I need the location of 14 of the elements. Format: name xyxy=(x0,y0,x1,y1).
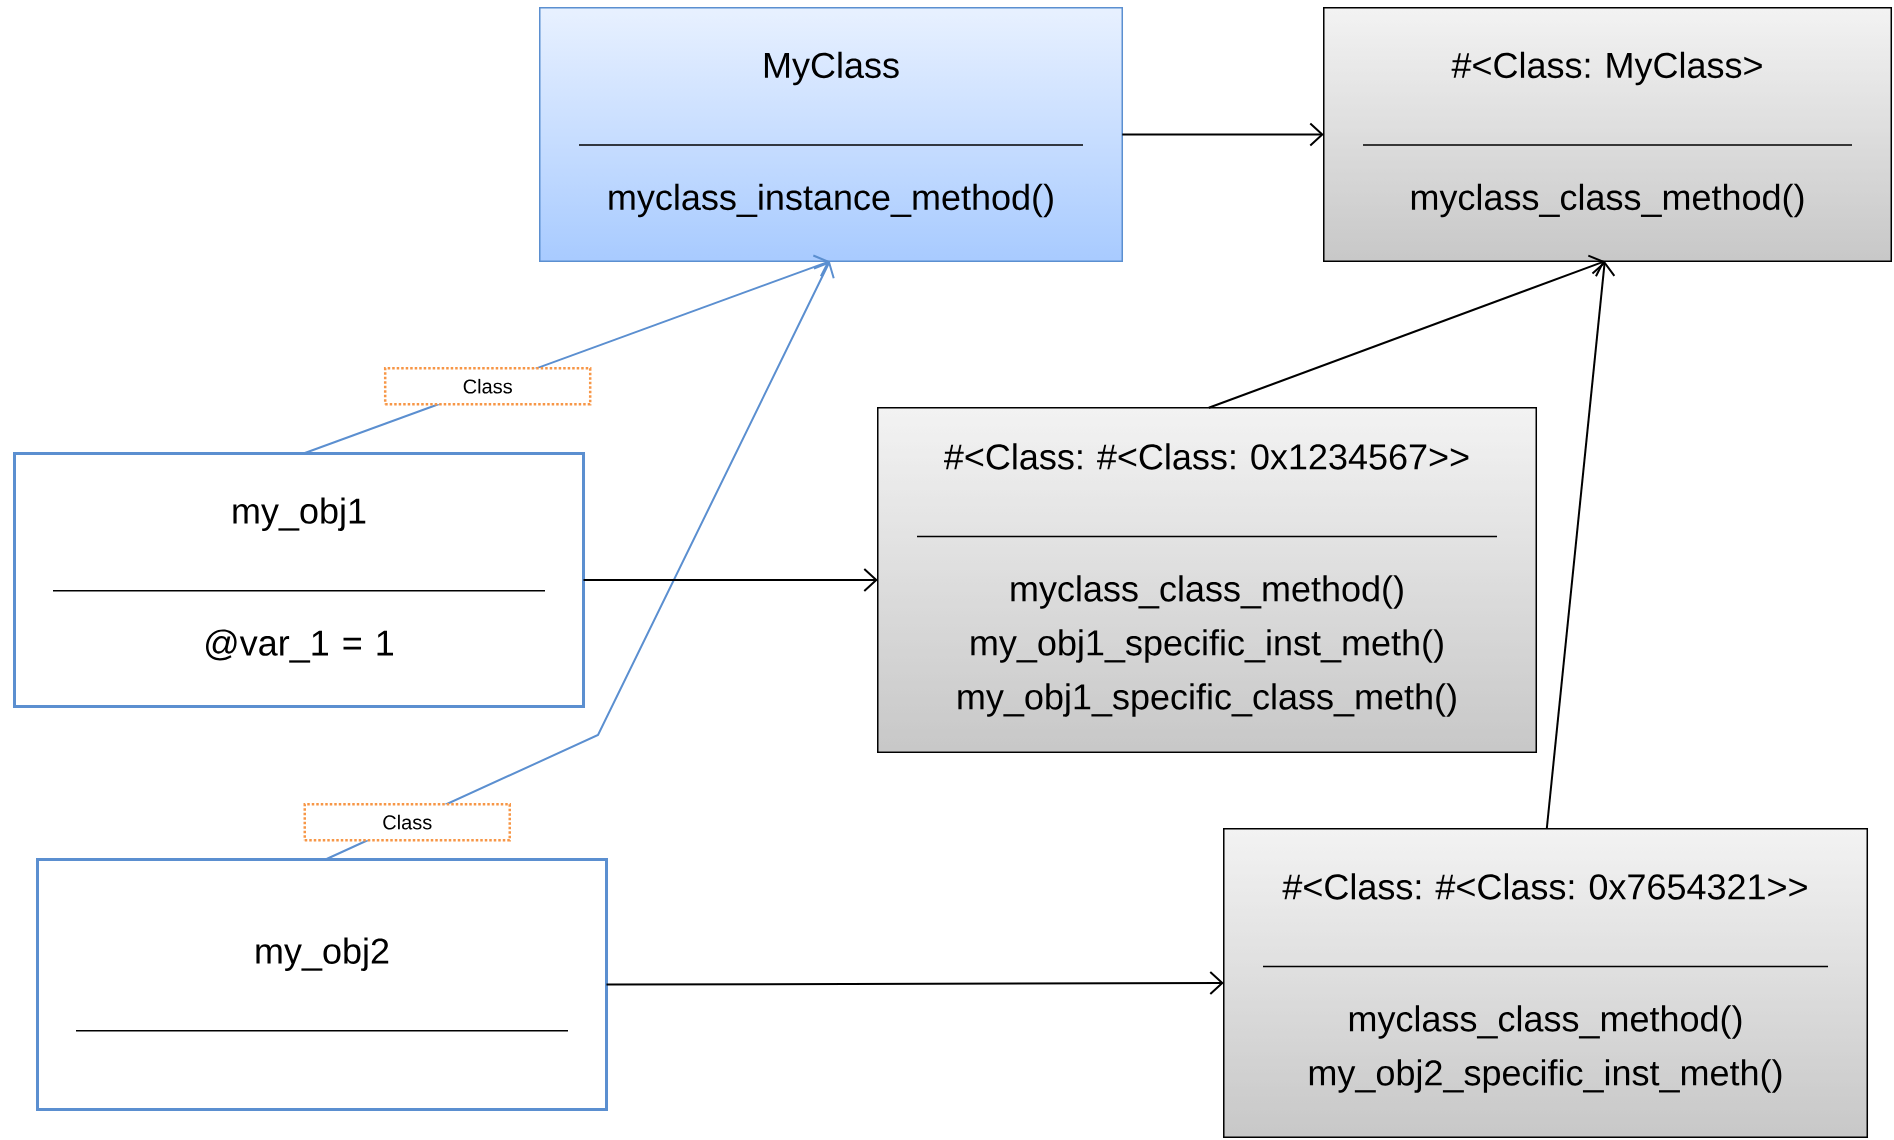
class-box: #<Class: #<Class: 0x7654321>> myclass_class_method() my_obj2_specific_inst_meth() xyxy=(1223,828,1869,1138)
arrow xyxy=(1121,122,1324,147)
edge-label: Class xyxy=(303,802,511,842)
arrow xyxy=(605,971,1224,996)
arrow xyxy=(1207,254,1605,409)
class-box: #<Class: MyClass> myclass_class_method() xyxy=(1323,7,1893,262)
class-box: #<Class: #<Class: 0x1234567>> myclass_class_method() my_obj1_specific_inst_meth() my_obj1_specific_class_meth() xyxy=(877,407,1537,753)
arrow xyxy=(324,261,835,861)
arrow xyxy=(582,568,878,592)
arrow xyxy=(1545,261,1616,830)
edge-label: Class xyxy=(383,366,592,406)
object-box: my_obj2 xyxy=(36,858,608,1111)
object-box: my_obj1 @var_1 = 1 xyxy=(13,452,585,708)
class-box: MyClass myclass_instance_method() xyxy=(539,7,1123,262)
